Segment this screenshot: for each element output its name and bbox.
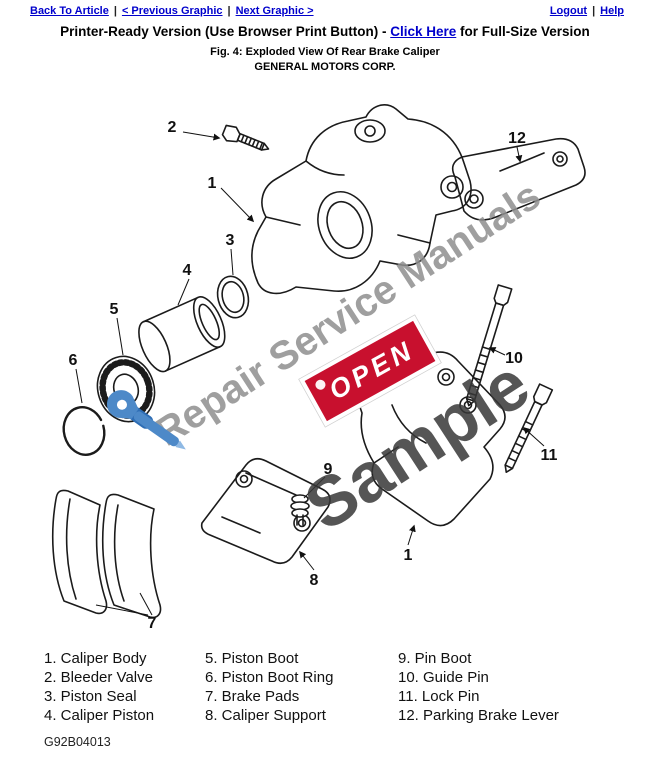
company-name: GENERAL MOTORS CORP. — [254, 61, 396, 73]
callout-10: 10 — [505, 350, 523, 367]
next-graphic-link[interactable]: Next Graphic > — [235, 5, 314, 17]
title-prefix: Printer-Ready Version (Use Browser Print… — [60, 24, 391, 39]
callout-7: 7 — [148, 615, 157, 632]
tools-icon — [106, 390, 186, 450]
nav-separator: | — [592, 5, 596, 17]
logout-link[interactable]: Logout — [549, 5, 588, 17]
legend-item: 4. Caliper Piston — [44, 707, 155, 724]
nav-separator: | — [227, 5, 231, 17]
brake-pads-part — [51, 489, 162, 619]
piston-boot-ring-part — [62, 406, 106, 456]
legend-item: 6. Piston Boot Ring — [205, 669, 334, 686]
piston-seal-part — [216, 275, 250, 319]
legend-item: 2. Bleeder Valve — [44, 669, 153, 686]
click-here-link[interactable]: Click Here — [390, 24, 457, 39]
previous-graphic-link[interactable]: < Previous Graphic — [121, 5, 223, 17]
callout-4: 4 — [183, 262, 192, 279]
legend-item: 8. Caliper Support — [205, 707, 326, 724]
caliper-piston-part — [138, 296, 226, 373]
legend-column-1: 1. Caliper Body 2. Bleeder Valve 3. Pist… — [44, 649, 205, 725]
legend-item: 12. Parking Brake Lever — [398, 707, 559, 724]
leader-lines — [75, 131, 545, 616]
callout-11: 11 — [541, 447, 558, 464]
bleeder-valve-part — [221, 124, 270, 151]
callout-12: 12 — [508, 130, 526, 147]
diagram-area: 2 1 12 3 4 5 6 10 11 9 8 1 7 Repair Serv… — [0, 75, 650, 647]
legend-item: 5. Piston Boot — [205, 650, 299, 667]
callout-6: 6 — [69, 352, 78, 369]
nav-left-group: Back To Article | < Previous Graphic | N… — [30, 5, 314, 17]
legend-item: 9. Pin Boot — [398, 650, 472, 667]
legend-item: 3. Piston Seal — [44, 688, 137, 705]
caliper-support-part — [200, 457, 331, 565]
callout-3: 3 — [226, 232, 235, 249]
callout-1-top: 1 — [208, 175, 217, 192]
callout-2: 2 — [168, 119, 177, 136]
caliper-body-part — [251, 104, 472, 295]
graphic-id-code: G92B04013 — [44, 735, 111, 749]
legend-item: 7. Brake Pads — [205, 688, 300, 705]
callout-1-bottom: 1 — [404, 547, 413, 564]
back-to-article-link[interactable]: Back To Article — [30, 5, 109, 17]
exploded-diagram: 2 1 12 3 4 5 6 10 11 9 8 1 7 Repair Serv… — [51, 104, 586, 632]
legend-item: 10. Guide Pin — [398, 669, 489, 686]
callout-5: 5 — [110, 301, 119, 318]
pin-boot-part — [290, 494, 310, 526]
title-suffix: for Full-Size Version — [456, 24, 590, 39]
figure-caption: Fig. 4: Exploded View Of Rear Brake Cali… — [210, 46, 440, 58]
top-nav-bar: Back To Article | < Previous Graphic | N… — [0, 0, 650, 18]
legend-column-3: 9. Pin Boot 10. Guide Pin 11. Lock Pin 1… — [398, 649, 559, 725]
help-link[interactable]: Help — [600, 5, 624, 17]
parking-brake-lever-part — [451, 137, 586, 221]
printer-ready-title: Printer-Ready Version (Use Browser Print… — [0, 24, 650, 39]
legend-column-2: 5. Piston Boot 6. Piston Boot Ring 7. Br… — [205, 649, 398, 725]
callout-9: 9 — [324, 461, 333, 478]
callout-8: 8 — [310, 572, 319, 589]
legend-item: 11. Lock Pin — [398, 688, 480, 705]
legend-item: 1. Caliper Body — [44, 650, 147, 667]
nav-right-group: Logout | Help — [550, 5, 624, 17]
callout-numbers: 2 1 12 3 4 5 6 10 11 9 8 1 7 — [69, 119, 558, 632]
parts-legend: 1. Caliper Body 2. Bleeder Valve 3. Pist… — [0, 649, 650, 725]
nav-separator: | — [113, 5, 117, 17]
